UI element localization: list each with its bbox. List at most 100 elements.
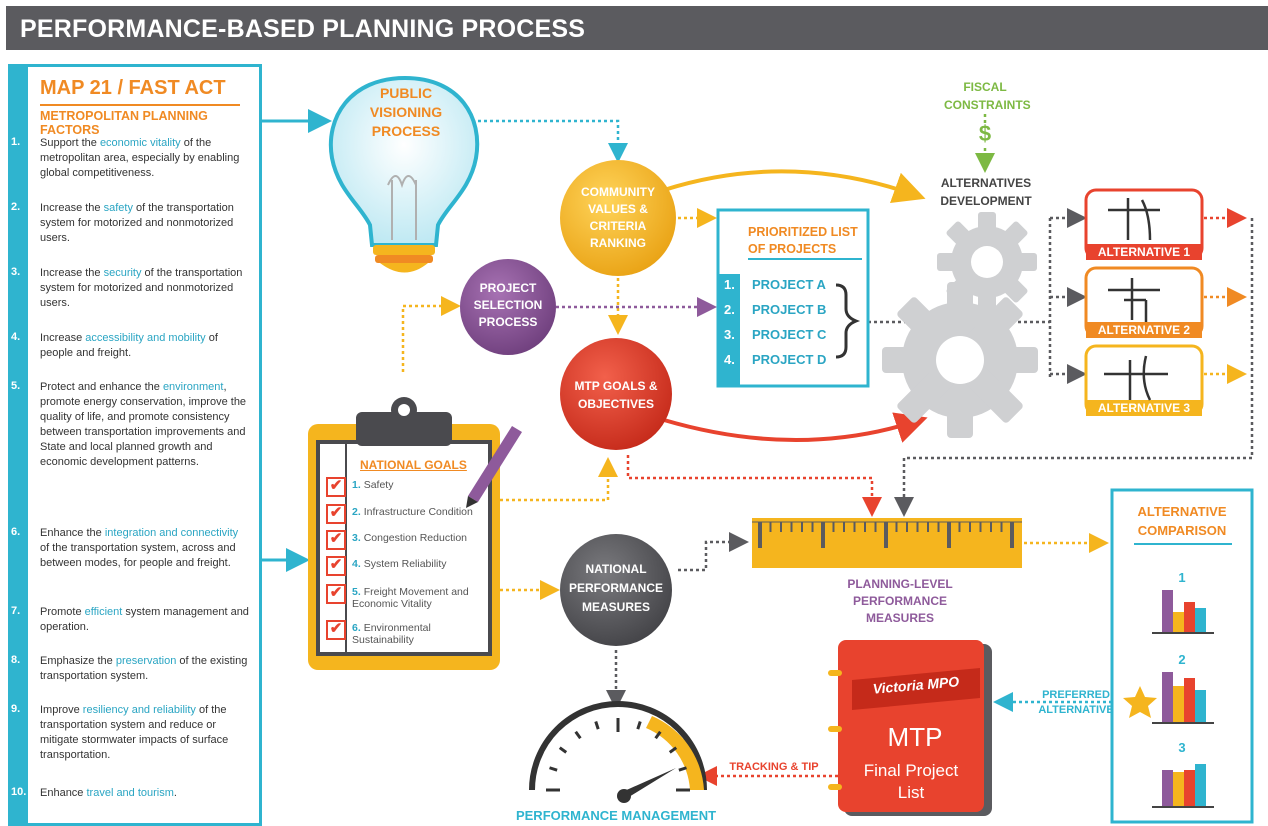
community-values-node xyxy=(560,160,676,276)
planning-factors-strip xyxy=(8,64,28,826)
arrow-mtp-to-gears xyxy=(663,412,928,443)
factor-number: 9. xyxy=(11,703,21,715)
alternative-1-card xyxy=(1084,188,1204,260)
factor-number: 7. xyxy=(11,605,21,617)
factor-number: 3. xyxy=(11,266,21,278)
alternative-3-label: ALTERNATIVE 3 xyxy=(1097,401,1191,415)
national-goal-item: 2. Infrastructure Condition xyxy=(352,506,473,518)
comparison-bar xyxy=(1184,602,1195,632)
mtp-book-subtitle: Final Project List xyxy=(863,761,959,802)
checkbox-icon: ✔ xyxy=(326,504,346,524)
project-number: 1. xyxy=(724,277,735,292)
factor-highlight: travel and tourism xyxy=(86,787,174,799)
comparison-bar xyxy=(1162,672,1173,722)
mtp-book-title: MTP xyxy=(887,722,943,752)
arrow-visioning-to-community xyxy=(478,119,628,163)
prioritized-list-title: PRIORITIZED LIST OF PROJECTS xyxy=(748,225,858,256)
comparison-label-1: 1 xyxy=(1178,570,1186,585)
factor-highlight: integration and connectivity xyxy=(104,527,239,539)
factor-highlight: resiliency and reliability xyxy=(82,704,196,716)
alternative-3-card xyxy=(1084,344,1204,416)
alternatives-development-label: ALTERNATIVES DEVELOPMENT xyxy=(940,176,1032,208)
mtp-goals-label: MTP GOALS & OBJECTIVES xyxy=(574,379,658,411)
national-performance-node xyxy=(560,534,672,646)
preferred-alternative-label: PREFERRED ALTERNATIVE xyxy=(1038,689,1114,716)
gauge-tick xyxy=(668,746,678,754)
national-goals-title: NATIONAL GOALS xyxy=(360,458,467,472)
factor-text: Increase the security of the transportat… xyxy=(40,267,243,309)
factor-number: 4. xyxy=(11,331,21,343)
checkbox-icon: ✔ xyxy=(326,477,346,497)
national-performance-label: NATIONAL PERFORMANCE MEASURES xyxy=(568,562,663,614)
performance-management-label: PERFORMANCE MANAGEMENT xyxy=(515,808,717,823)
comparison-bar xyxy=(1173,612,1184,632)
national-goal-item: 1. Safety xyxy=(352,479,394,491)
mtp-goals-node xyxy=(560,338,672,450)
factor-text: Protect and enhance the environment, pro… xyxy=(40,381,247,468)
gauge-tick xyxy=(574,730,582,740)
gear-icon xyxy=(882,212,1038,438)
alternative-2-card xyxy=(1084,266,1204,338)
gauge-tick xyxy=(558,746,568,754)
factor-highlight: environment xyxy=(162,381,224,393)
project-item: PROJECT D xyxy=(752,352,827,367)
factor-highlight: economic vitality xyxy=(99,137,181,149)
comparison-bar xyxy=(1195,690,1206,722)
national-goal-item: 5. Freight Movement and Economic Vitalit… xyxy=(352,586,469,610)
factor-number: 6. xyxy=(11,526,21,538)
header-bar xyxy=(6,6,1268,50)
comparison-bar xyxy=(1195,608,1206,632)
factor-number: 2. xyxy=(11,201,21,213)
alternative-2-label: ALTERNATIVE 2 xyxy=(1097,323,1191,337)
comparison-bar xyxy=(1162,590,1173,632)
project-item: PROJECT B xyxy=(752,302,827,317)
factor-text: Increase the safety of the transportatio… xyxy=(40,202,234,244)
gauge-tick xyxy=(636,721,642,730)
factor-number: 5. xyxy=(11,380,21,392)
planning-level-label: PLANNING-LEVEL PERFORMANCE MEASURES xyxy=(847,577,953,625)
factor-text: Enhance the integration and connectivity… xyxy=(40,527,239,569)
national-goal-item: 4. System Reliability xyxy=(352,558,447,570)
brace-icon xyxy=(835,283,861,359)
comparison-panel xyxy=(1110,488,1254,824)
gauge-tick xyxy=(654,730,662,740)
project-number: 3. xyxy=(724,327,735,342)
arrow-community-to-alternatives xyxy=(663,169,926,203)
comparison-bars xyxy=(1152,590,1214,808)
gauge-needle xyxy=(622,768,676,800)
comparison-bar xyxy=(1173,686,1184,722)
dollar-icon: $ xyxy=(978,121,992,146)
comparison-bar xyxy=(1173,772,1184,806)
project-number: 4. xyxy=(724,352,735,367)
factor-text: Increase accessibility and mobility of p… xyxy=(40,332,218,359)
comparison-label-2: 2 xyxy=(1178,652,1186,667)
factor-text: Promote efficient system management and … xyxy=(40,606,249,633)
project-item: PROJECT C xyxy=(752,327,827,342)
factor-highlight: security xyxy=(103,267,142,279)
map21-title: MAP 21 / FAST ACT xyxy=(40,77,226,99)
factor-highlight: preservation xyxy=(115,655,177,667)
community-values-label: COMMUNITY VALUES & CRITERIA RANKING xyxy=(581,185,655,250)
alternative-1-label: ALTERNATIVE 1 xyxy=(1097,245,1191,259)
factor-number: 10. xyxy=(11,786,27,798)
fiscal-constraints-label: FISCAL CONSTRAINTS xyxy=(944,80,1031,112)
factor-number: 1. xyxy=(11,136,21,148)
arrow-clipboard-to-mtp xyxy=(500,457,618,502)
project-selection-label: PROJECT SELECTION PROCESS xyxy=(473,281,543,329)
page-title: PERFORMANCE-BASED PLANNING PROCESS xyxy=(20,15,586,43)
project-selection-node xyxy=(460,259,556,355)
gauge-tick xyxy=(549,766,558,772)
factor-text: Enhance travel and tourism. xyxy=(40,787,177,799)
factor-highlight: accessibility and mobility xyxy=(85,332,206,344)
map21-subtitle: METROPOLITAN PLANNING FACTORS xyxy=(40,104,240,137)
public-visioning-label: PUBLIC VISIONING PROCESS xyxy=(369,85,443,139)
project-number: 2. xyxy=(724,302,735,317)
comparison-bar xyxy=(1195,764,1206,806)
comparison-label-3: 3 xyxy=(1178,740,1186,755)
factor-highlight: safety xyxy=(103,202,133,214)
project-item: PROJECT A xyxy=(752,277,826,292)
alternative-comparison-title: ALTERNATIVE COMPARISON xyxy=(1137,504,1227,538)
mtp-book-icon xyxy=(828,640,992,816)
comparison-bar xyxy=(1162,770,1173,806)
